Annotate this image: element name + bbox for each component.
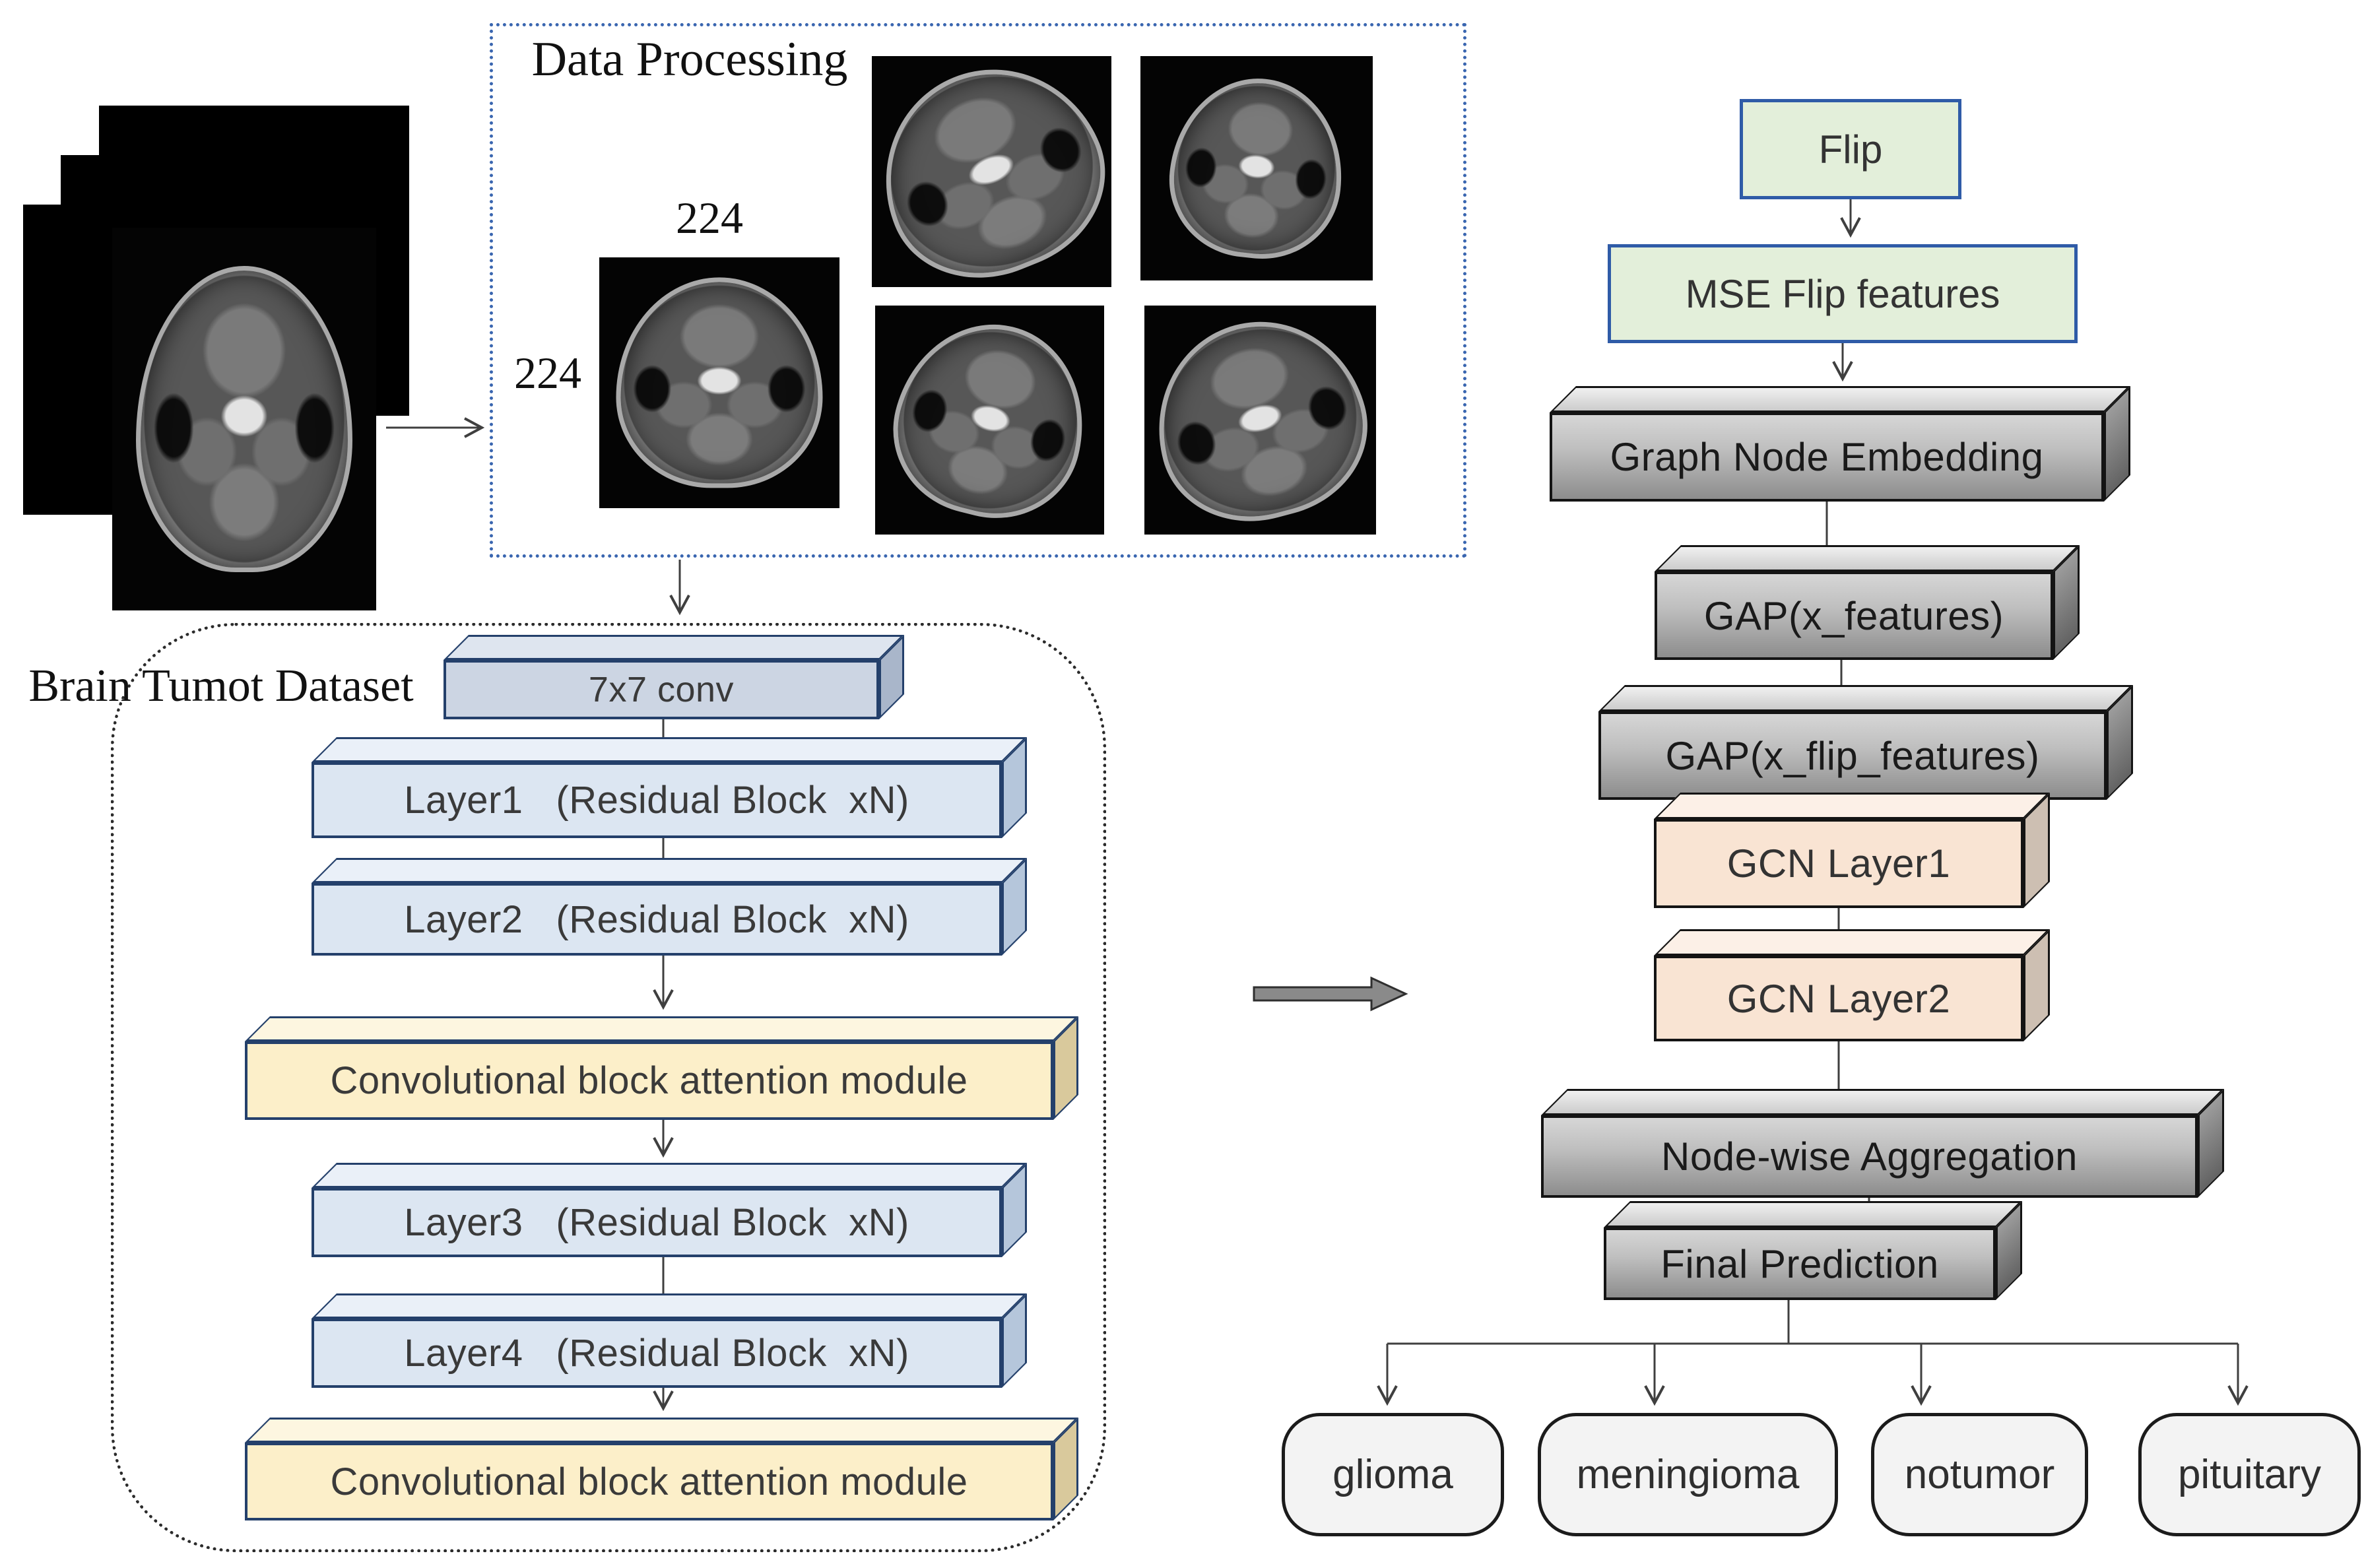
block-label: Node-wise Aggregation <box>1661 1134 2078 1179</box>
block-label: 7x7 conv <box>588 670 735 709</box>
mri-augmented-1 <box>872 56 1111 287</box>
output-label: meningioma <box>1576 1452 1800 1497</box>
data-processing-title: Data Processing <box>531 32 848 86</box>
cnn-backbone-container <box>111 623 1106 1552</box>
block-label: Layer4 (Residual Block xN) <box>404 1332 909 1375</box>
brain-mri-icon <box>872 56 1111 287</box>
block-label: Layer3 (Residual Block xN) <box>404 1201 909 1244</box>
mri-augmented-2 <box>1140 56 1373 280</box>
data-processing-box <box>490 23 1466 558</box>
block-top-face <box>312 1163 1027 1188</box>
block-top-face <box>1550 386 2130 412</box>
mri-augmented-4 <box>1144 306 1376 535</box>
resize-width-label: 224 <box>676 192 743 243</box>
output-label: glioma <box>1332 1452 1453 1497</box>
block-top-face <box>1655 545 2080 572</box>
brain-mri-icon <box>1144 306 1376 535</box>
block-top-face <box>312 858 1027 883</box>
brain-mri-icon <box>1162 70 1352 267</box>
output-notumor: notumor <box>1871 1413 2088 1536</box>
block-label: Graph Node Embedding <box>1610 435 2044 479</box>
flip-box: Flip <box>1740 99 1961 199</box>
block-label: Flip <box>1818 127 1883 172</box>
mri-image-dataset <box>112 228 376 610</box>
output-meningioma: meningioma <box>1538 1413 1838 1536</box>
block-label: GCN Layer1 <box>1726 841 1951 886</box>
block-label: Layer1 (Residual Block xN) <box>404 779 909 822</box>
output-glioma: glioma <box>1282 1413 1504 1536</box>
block-top-face <box>1604 1201 2022 1227</box>
mri-augmented-3 <box>875 306 1104 535</box>
block-top-face <box>1654 929 2050 956</box>
flow-arrow-cnn-to-gcn <box>1253 976 1408 1012</box>
block-label: GAP(x_features) <box>1703 593 2004 638</box>
brain-mri-icon <box>136 266 352 572</box>
resize-height-label: 224 <box>514 347 581 398</box>
block-label: Layer2 (Residual Block xN) <box>404 898 909 941</box>
output-pituitary: pituitary <box>2138 1413 2361 1536</box>
block-top-face <box>1654 793 2050 819</box>
block-label: GAP(x_flip_features) <box>1665 733 2040 778</box>
block-top-face <box>312 737 1027 762</box>
block-label: MSE Flip features <box>1685 271 2000 316</box>
block-top-face <box>444 635 904 660</box>
brain-mri-icon <box>616 277 823 488</box>
block-label: Final Prediction <box>1660 1241 1939 1286</box>
dataset-label: Brain Tumot Dataset <box>28 661 414 711</box>
block-label: GCN Layer2 <box>1726 976 1951 1021</box>
block-top-face <box>312 1293 1027 1319</box>
brain-mri-icon <box>875 306 1104 535</box>
mse-flip-features-box: MSE Flip features <box>1608 244 2078 343</box>
block-top-face <box>1598 685 2133 711</box>
block-label: Convolutional block attention module <box>330 1059 968 1102</box>
output-label: pituitary <box>2177 1452 2322 1497</box>
block-top-face <box>245 1418 1078 1443</box>
output-label: notumor <box>1904 1452 2055 1497</box>
block-label: Convolutional block attention module <box>330 1460 968 1503</box>
block-top-face <box>245 1016 1078 1041</box>
mri-image-resized <box>599 257 839 508</box>
block-top-face <box>1541 1089 2224 1115</box>
